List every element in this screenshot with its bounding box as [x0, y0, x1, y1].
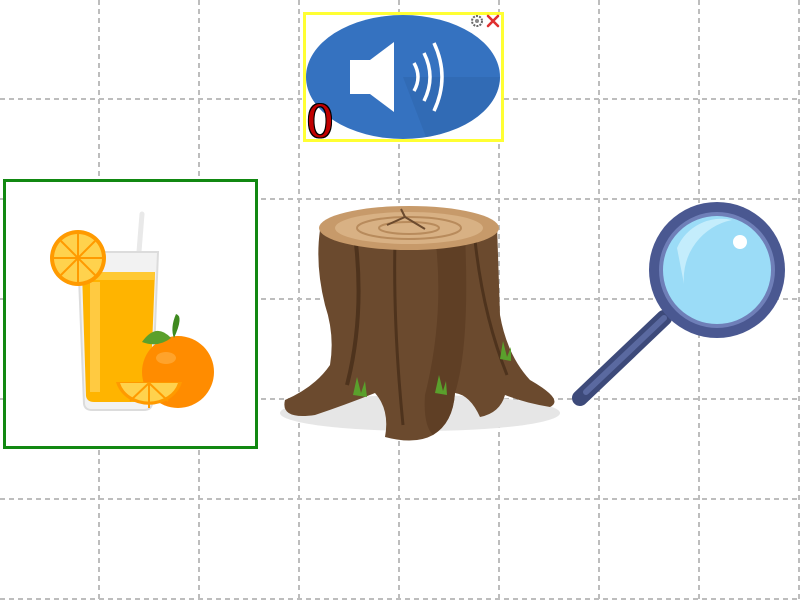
magnifying-glass-image: [572, 202, 785, 406]
speaker-sound-icon[interactable]: [306, 15, 501, 139]
sound-card[interactable]: 0: [303, 12, 504, 148]
settings-icon[interactable]: [470, 14, 484, 28]
magnifying-glass-card[interactable]: [572, 198, 792, 413]
tree-stump-image: [280, 206, 560, 441]
close-icon[interactable]: [485, 13, 501, 29]
orange-juice-card[interactable]: [3, 179, 258, 449]
card-tools: [470, 13, 501, 29]
play-count-label: 0: [306, 97, 334, 148]
orange-juice-image: [50, 211, 214, 411]
tree-stump-card[interactable]: [275, 195, 565, 450]
